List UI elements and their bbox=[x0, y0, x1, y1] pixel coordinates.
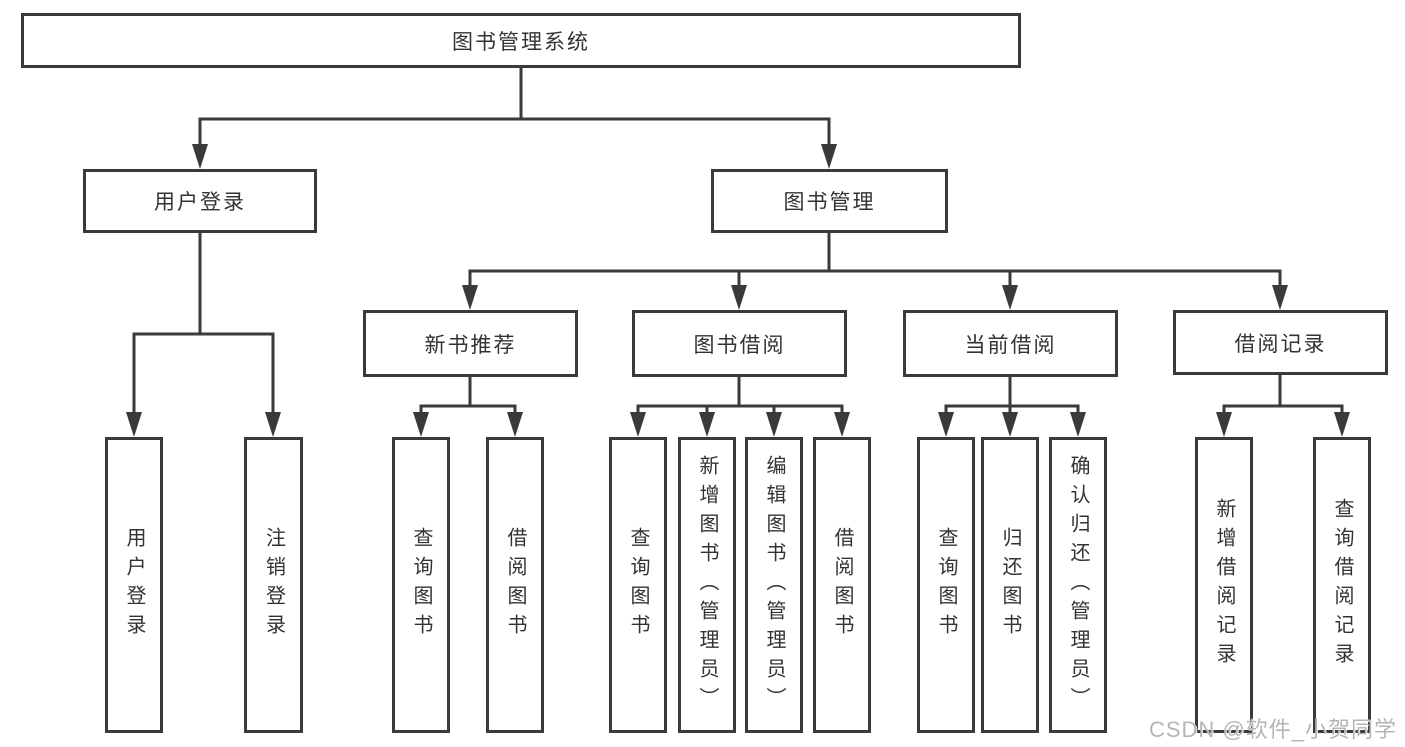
node-book-management: 图书管理 bbox=[711, 169, 948, 233]
leaf-newbook-borrow-book: 借阅图书 bbox=[486, 437, 544, 733]
leaf-add-book-admin: 新增图书（管理员） bbox=[678, 437, 736, 733]
leaf-logout-login: 注销登录 bbox=[244, 437, 303, 733]
node-current-borrow-label: 当前借阅 bbox=[964, 333, 1057, 357]
leaf-confirm-return-admin: 确认归还（管理员） bbox=[1049, 437, 1107, 733]
node-new-book-recommend: 新书推荐 bbox=[363, 310, 578, 377]
node-book-borrow-label: 图书借阅 bbox=[693, 333, 786, 357]
leaf-borrowmgmt-borrow-book-label: 借阅图书 bbox=[831, 527, 853, 643]
leaf-newbook-query-books: 查询图书 bbox=[392, 437, 450, 733]
node-borrow-records: 借阅记录 bbox=[1173, 310, 1388, 375]
leaf-add-borrow-record-label: 新增借阅记录 bbox=[1213, 498, 1235, 672]
node-new-book-recommend-label: 新书推荐 bbox=[424, 333, 517, 357]
leaf-query-borrow-record-label: 查询借阅记录 bbox=[1331, 498, 1353, 672]
leaf-borrowmgmt-query-books-label: 查询图书 bbox=[627, 527, 649, 643]
leaf-add-book-admin-label: 新增图书（管理员） bbox=[696, 454, 718, 716]
leaf-edit-book-admin: 编辑图书（管理员） bbox=[745, 437, 803, 733]
leaf-user-login-label: 用户登录 bbox=[123, 527, 145, 643]
node-user-login-label: 用户登录 bbox=[154, 191, 246, 214]
connector-book-management-children bbox=[462, 231, 1288, 310]
node-root-label: 图书管理系统 bbox=[452, 30, 590, 54]
node-root: 图书管理系统 bbox=[21, 13, 1021, 68]
leaf-return-book-label: 归还图书 bbox=[999, 527, 1021, 643]
node-user-login: 用户登录 bbox=[83, 169, 317, 233]
node-borrow-records-label: 借阅记录 bbox=[1234, 332, 1327, 356]
leaf-confirm-return-admin-label: 确认归还（管理员） bbox=[1067, 454, 1089, 716]
leaf-add-borrow-record: 新增借阅记录 bbox=[1195, 437, 1253, 733]
connector-book-borrow-children bbox=[630, 375, 850, 437]
node-book-borrow: 图书借阅 bbox=[632, 310, 847, 377]
node-current-borrow: 当前借阅 bbox=[903, 310, 1118, 377]
leaf-newbook-query-books-label: 查询图书 bbox=[410, 527, 432, 643]
leaf-logout-login-label: 注销登录 bbox=[262, 527, 285, 643]
leaf-current-query-books-label: 查询图书 bbox=[935, 527, 957, 643]
connector-root-to-level2 bbox=[192, 66, 837, 169]
connector-new-book-children bbox=[413, 375, 523, 437]
connector-borrow-records-children bbox=[1216, 373, 1350, 437]
csdn-watermark: CSDN @软件_小贺同学 bbox=[1148, 717, 1397, 742]
connector-user-login-children bbox=[126, 231, 281, 437]
leaf-return-book: 归还图书 bbox=[981, 437, 1039, 733]
leaf-borrowmgmt-query-books: 查询图书 bbox=[609, 437, 667, 733]
leaf-current-query-books: 查询图书 bbox=[917, 437, 975, 733]
connector-current-borrow-children bbox=[938, 375, 1086, 437]
leaf-query-borrow-record: 查询借阅记录 bbox=[1313, 437, 1371, 733]
leaf-user-login: 用户登录 bbox=[105, 437, 163, 733]
leaf-edit-book-admin-label: 编辑图书（管理员） bbox=[763, 454, 785, 716]
leaf-newbook-borrow-book-label: 借阅图书 bbox=[504, 527, 526, 643]
leaf-borrowmgmt-borrow-book: 借阅图书 bbox=[813, 437, 871, 733]
node-book-management-label: 图书管理 bbox=[783, 191, 876, 214]
